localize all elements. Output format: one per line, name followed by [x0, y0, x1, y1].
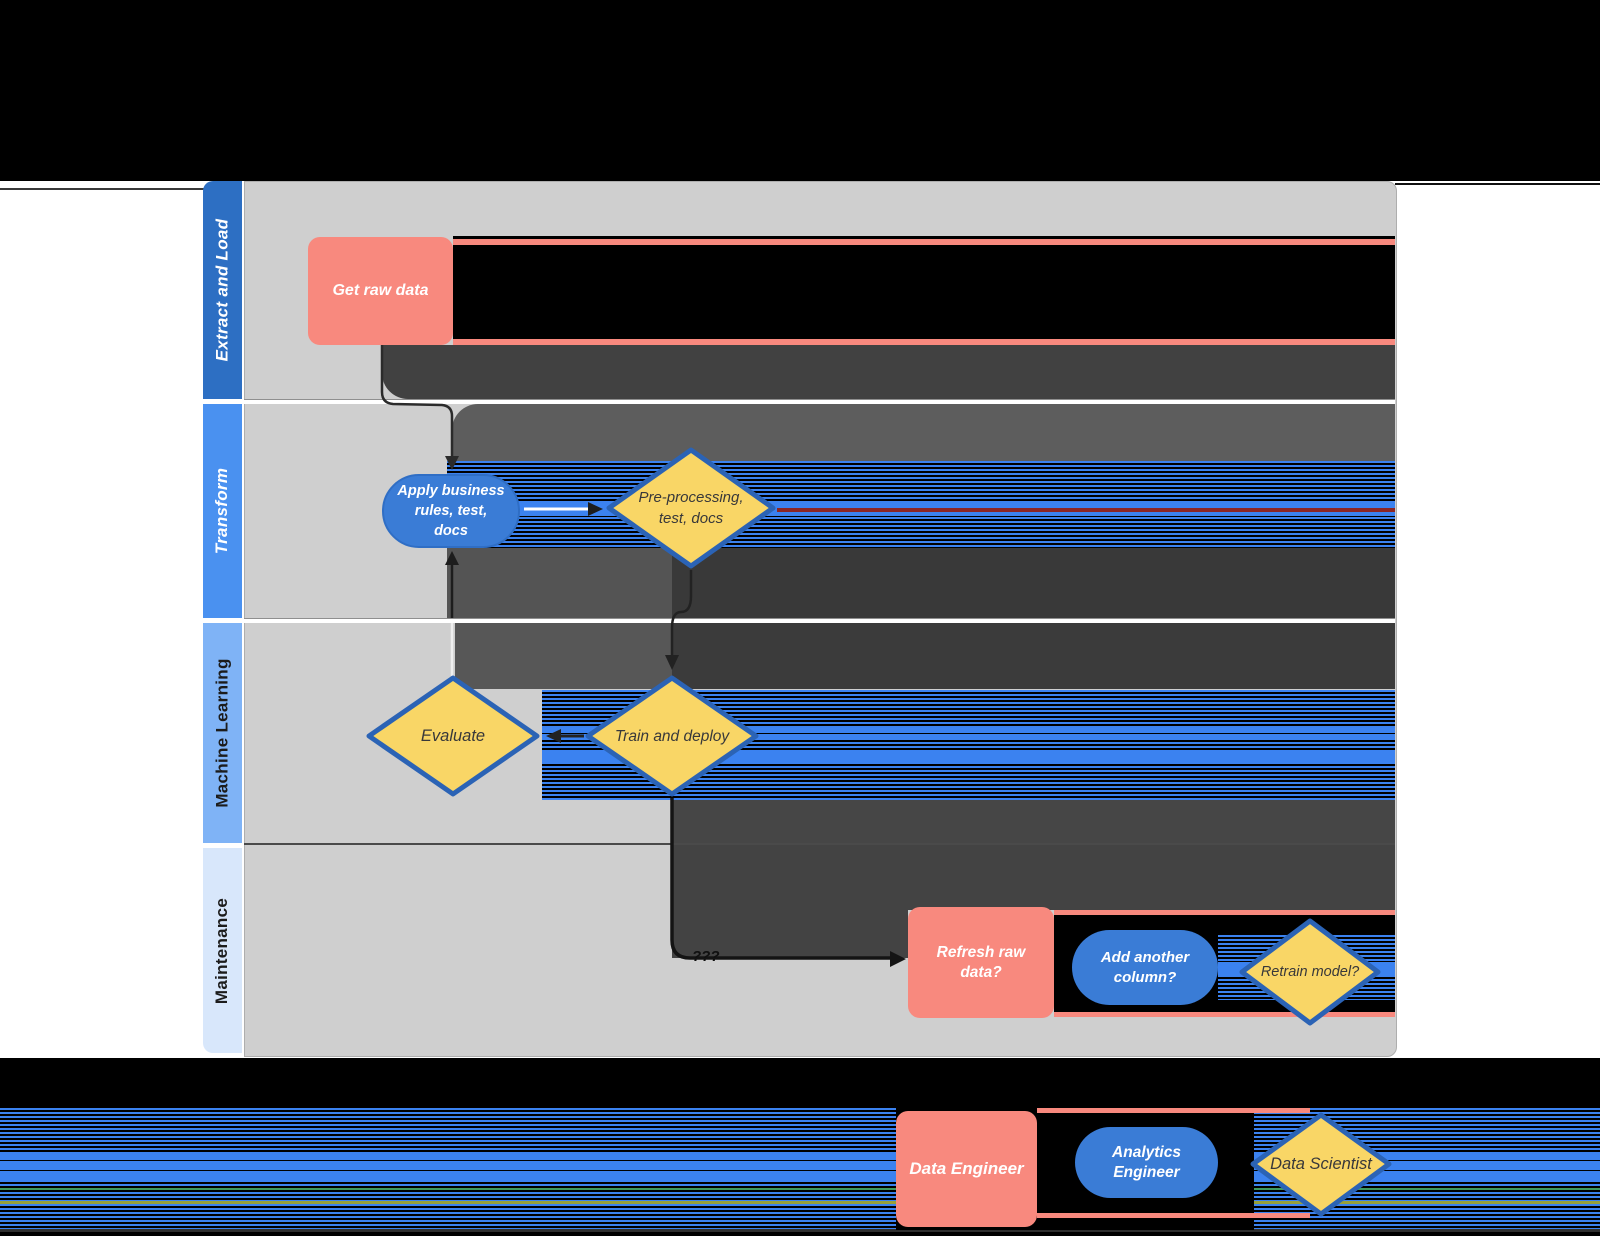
glitch-solid-blue-ml-2 — [542, 751, 1395, 763]
legend-green-line — [0, 1188, 1600, 1190]
lane-divider-2 — [244, 618, 1395, 619]
lane-divider-2-gap — [244, 619, 1395, 623]
glitch-hairline-ml — [542, 733, 1395, 734]
legend-hairline-2 — [0, 1170, 1600, 1171]
legend-salmon-stripe-top — [1037, 1108, 1310, 1113]
refresh-line-2: data? — [960, 963, 1002, 981]
node-retrain-model-diamond[interactable]: Retrain model? — [1238, 918, 1382, 1026]
legend-salmon-stripe-bottom — [1037, 1213, 1310, 1218]
glitch-dark-ml-bottom — [672, 800, 1395, 843]
lane-header-machine-learning: Machine Learning — [203, 623, 242, 843]
glitch-salmon-stripe-maintenance-bottom — [1054, 1012, 1395, 1017]
apply-line-2: rules, test, — [414, 503, 488, 519]
legend-olive-line — [0, 1201, 1600, 1204]
lane-header-transform: Transform — [203, 404, 242, 618]
node-train-deploy-diamond[interactable]: Train and deploy — [584, 674, 760, 798]
legend-data-scientist-diamond[interactable]: Data Scientist — [1250, 1112, 1392, 1217]
evaluate-label: Evaluate — [420, 726, 486, 745]
refresh-line-1: Refresh raw — [936, 943, 1026, 961]
lane-header-extract-and-load: Extract and Load — [203, 181, 242, 399]
glitch-salmon-stripe-bottom — [453, 339, 1395, 345]
apply-line-3: docs — [434, 523, 468, 539]
legend-data-scientist-label: Data Scientist — [1270, 1155, 1372, 1173]
legend-analytics-line-2: Engineer — [1113, 1163, 1180, 1181]
glitch-salmon-stripe-maintenance-top — [1054, 910, 1395, 915]
legend-analytics-engineer[interactable]: Analytics Engineer — [1075, 1127, 1218, 1198]
glitch-dark-transform-bottom-right — [672, 548, 1395, 618]
glitch-dark-ml-top-right — [672, 623, 1395, 689]
lane-divider-1 — [244, 399, 1395, 400]
glitch-salmon-stripe-top — [453, 239, 1395, 245]
glitch-gray-ml-top-left — [455, 623, 672, 689]
node-refresh-raw-data[interactable]: Refresh raw data? — [908, 907, 1054, 1018]
lane-header-maintenance: Maintenance — [203, 848, 242, 1053]
add-column-line-2: column? — [1113, 968, 1177, 986]
glitch-mid-gray-transform-top — [452, 404, 1395, 461]
legend-analytics-line-1: Analytics — [1112, 1143, 1181, 1161]
node-get-raw-data-label: Get raw data — [332, 282, 429, 299]
apply-line-1: Apply business — [397, 483, 505, 499]
node-evaluate-diamond[interactable]: Evaluate — [365, 674, 541, 798]
preprocessing-line-2: test, docs — [658, 510, 724, 527]
node-preprocessing-diamond[interactable]: Pre-processing, test, docs — [605, 446, 777, 570]
lane-label-transform: Transform — [212, 467, 232, 555]
node-apply-business-rules[interactable]: Apply business rules, test, docs — [382, 474, 520, 548]
top-edge-glitch-line-right — [1395, 183, 1600, 185]
legend-dark-line — [0, 1229, 1600, 1232]
top-edge-glitch-line-left — [0, 188, 204, 190]
glitch-dark-below-get-raw-data — [382, 345, 1395, 399]
legend-data-engineer[interactable]: Data Engineer — [896, 1111, 1037, 1227]
lane-label-extract-and-load: Extract and Load — [212, 218, 232, 362]
train-deploy-label: Train and deploy — [614, 727, 730, 745]
legend-hairline-1 — [0, 1160, 1600, 1161]
add-column-line-1: Add another — [1100, 948, 1190, 966]
lane-label-maintenance: Maintenance — [212, 897, 232, 1004]
lane-divider-1-gap — [244, 400, 1395, 404]
glitch-red-line-transform — [777, 508, 1395, 512]
top-black-band — [0, 0, 1600, 181]
glitch-black-right-of-get-raw-data — [453, 236, 1395, 345]
glitch-gray-transform-bottom-left — [447, 548, 672, 618]
preprocessing-line-1: Pre-processing, — [638, 489, 744, 506]
retrain-label: Retrain model? — [1260, 963, 1360, 980]
legend-data-engineer-label: Data Engineer — [909, 1159, 1024, 1178]
node-get-raw-data[interactable]: Get raw data — [308, 237, 453, 345]
glitch-dark-maintenance-top — [672, 845, 1395, 910]
lane-label-machine-learning: Machine Learning — [212, 658, 232, 808]
node-add-another-column[interactable]: Add another column? — [1072, 930, 1218, 1005]
edge-label-unknown: ??? — [692, 948, 720, 965]
